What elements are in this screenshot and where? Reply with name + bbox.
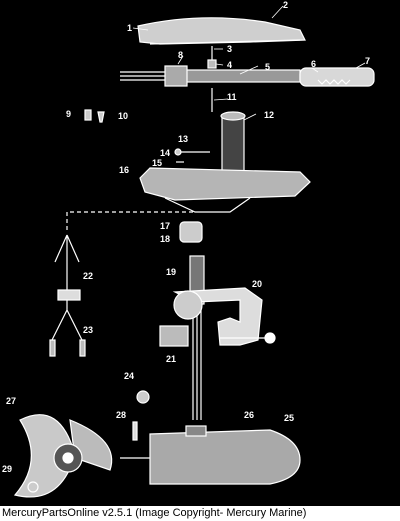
callout-1: 1 <box>127 23 132 33</box>
callout-9: 9 <box>66 109 71 119</box>
part-connectors <box>84 109 105 123</box>
part-shaft-tube <box>211 88 246 176</box>
exploded-parts-diagram: 1 2 3 4 5 6 7 8 9 10 11 12 13 14 15 16 1… <box>0 0 400 506</box>
callout-17: 17 <box>160 221 170 231</box>
callout-24: 24 <box>124 371 134 381</box>
part-anode-clip <box>132 390 150 441</box>
part-top-cover <box>137 17 306 45</box>
callout-29: 29 <box>2 464 12 474</box>
callout-13: 13 <box>178 134 188 144</box>
callout-27: 27 <box>6 396 16 406</box>
copyright-caption: MercuryPartsOnline v2.5.1 (Image Copyrig… <box>2 507 307 519</box>
callout-2: 2 <box>283 0 288 10</box>
callout-5: 5 <box>265 62 270 72</box>
callout-28: 28 <box>116 410 126 420</box>
callout-4: 4 <box>227 60 232 70</box>
callout-16: 16 <box>119 165 129 175</box>
callout-12: 12 <box>264 110 274 120</box>
part-bolts <box>174 148 210 163</box>
part-main-shaft <box>189 255 205 420</box>
callout-18: 18 <box>160 234 170 244</box>
callout-14: 14 <box>160 148 170 158</box>
part-bracket <box>159 287 276 347</box>
part-tiller-handle <box>179 67 375 87</box>
part-propeller <box>13 414 113 498</box>
callout-15: 15 <box>152 158 162 168</box>
part-collar <box>179 221 203 243</box>
leader-lines <box>132 5 366 121</box>
callout-3: 3 <box>227 44 232 54</box>
callout-22: 22 <box>83 271 93 281</box>
part-wiring <box>49 234 86 357</box>
part-motor <box>120 425 301 485</box>
callout-19: 19 <box>166 267 176 277</box>
callout-23: 23 <box>83 325 93 335</box>
callout-26: 26 <box>244 410 254 420</box>
callout-8: 8 <box>178 50 183 60</box>
callout-6: 6 <box>311 59 316 69</box>
callout-labels: 1 2 3 4 5 6 7 8 9 10 11 12 13 14 15 16 1… <box>2 0 370 474</box>
callout-21: 21 <box>166 354 176 364</box>
callout-25: 25 <box>284 413 294 423</box>
part-head-housing <box>139 167 311 213</box>
callout-11: 11 <box>227 92 237 102</box>
part-switch-assembly <box>120 65 188 87</box>
callout-7: 7 <box>365 56 370 66</box>
callout-10: 10 <box>118 111 128 121</box>
callout-20: 20 <box>252 279 262 289</box>
